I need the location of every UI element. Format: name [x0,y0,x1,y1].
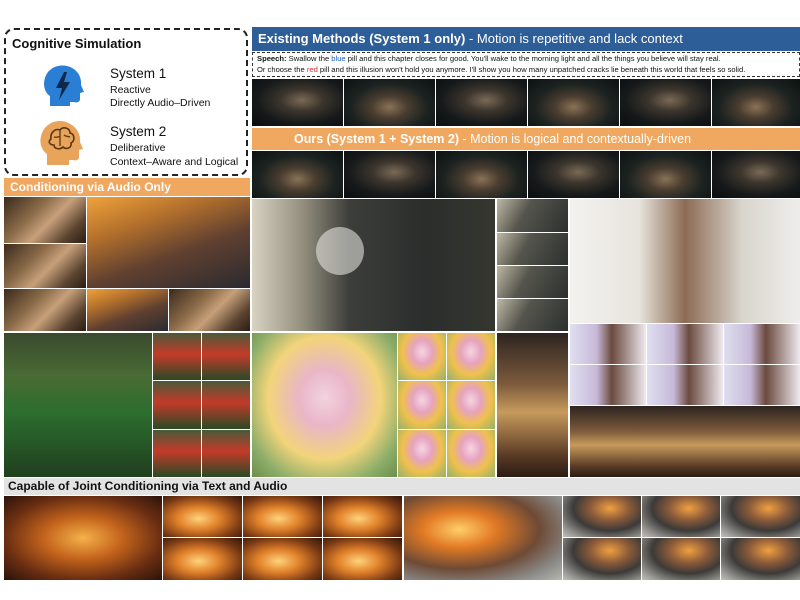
frame-bird-small-5 [398,430,446,477]
frame-bird-small-2 [447,333,495,380]
frame-explosion-small-5 [642,538,720,580]
frame-bird-small-1 [398,333,446,380]
frame-studio-small-5 [647,365,723,405]
frame-explosion-small-2 [642,496,720,537]
frame-classroom-small-3 [497,266,568,298]
frame-classroom-small-1 [497,199,568,232]
frame-explosion-large [404,496,562,580]
frame-fire-small-3 [323,496,402,537]
frame-fire-small-5 [243,538,322,580]
lightning-head-icon [44,65,84,106]
ours-desc: - Motion is logical and contextually-dri… [459,132,692,146]
frame-existing-5 [620,79,711,126]
system2-name: System 2 [110,124,167,139]
frame-bird-small-3 [398,381,446,429]
frame-fire-small-2 [243,496,322,537]
frame-ours-3 [436,151,527,198]
frame-classroom-small-4 [497,299,568,331]
frame-explosion-small-3 [721,496,800,537]
frame-fire-small-6 [323,538,402,580]
audio-only-header: Conditioning via Audio Only [4,178,250,196]
frame-ours-4 [528,151,619,198]
frame-bird-small-6 [447,430,495,477]
joint-conditioning-header: Capable of Joint Conditioning via Text a… [4,478,800,495]
speech-text: pill and this illusion won't hold you an… [317,64,746,74]
speech-red-word: red [306,64,318,74]
frame-studio-small-1 [570,324,646,364]
frame-explosion-small-4 [563,538,641,580]
system1-line2: Directly Audio–Driven [110,97,211,109]
system1-line1: Reactive [110,84,151,96]
frame-studio-small-3 [724,324,800,364]
speech-text: pill and this chapter closes for good. Y… [345,54,721,63]
frame-studio-large [570,199,800,323]
frame-soccer-small-2 [202,333,250,380]
existing-methods-header: Existing Methods (System 1 only) - Motio… [252,27,800,51]
frame-fire-large [4,496,162,580]
ours-header: Ours (System 1 + System 2) - Motion is l… [252,128,800,150]
frame-dance-tall [497,333,568,477]
existing-methods-desc: - Motion is repetitive and lack context [465,31,683,46]
speech-line-2: Or choose the red pill and this illusion… [257,65,795,76]
frame-studio-small-2 [647,324,723,364]
frame-bird-small-4 [447,381,495,429]
frame-fire-small-1 [163,496,242,537]
frame-existing-6 [712,79,800,126]
frame-classroom-large [252,199,495,331]
speech-blue-word: blue [331,54,346,63]
frame-bird-large [252,333,397,477]
frame-soccer-small-3 [153,381,201,429]
speech-text: Or choose the [257,64,307,74]
frame-ours-2 [344,151,435,198]
frame-ours-6 [712,151,800,198]
frame-ours-1 [252,151,343,198]
frame-existing-2 [344,79,435,126]
system2-line2: Context–Aware and Logical [110,156,239,168]
frame-soccer-small-1 [153,333,201,380]
speech-text: Swallow the [286,54,332,63]
frame-soccer-small-4 [202,381,250,429]
frame-studio-small-6 [724,365,800,405]
frame-explosion-small-1 [563,496,641,537]
system1-name: System 1 [110,66,167,81]
cognitive-simulation-title: Cognitive Simulation [12,36,142,51]
existing-methods-title: Existing Methods (System 1 only) [258,31,466,46]
frame-dance-wide [570,406,800,477]
speech-line-1: Speech: Swallow the blue pill and this c… [257,54,795,65]
frame-ours-5 [620,151,711,198]
speech-label: Speech: [257,54,287,63]
frame-existing-4 [528,79,619,126]
frame-soccer-small-5 [153,430,201,477]
frame-man-small-1 [4,197,86,243]
frame-fire-small-4 [163,538,242,580]
frame-man-small-4 [87,289,168,331]
speech-box: Speech: Swallow the blue pill and this c… [252,52,800,77]
system2-line1: Deliberative [110,142,166,154]
ours-title: Ours (System 1 + System 2) [294,132,460,146]
frame-classroom-small-2 [497,233,568,265]
frame-explosion-small-6 [721,538,800,580]
frame-man-small-3 [4,289,86,331]
frame-existing-1 [252,79,343,126]
frame-soccer-small-6 [202,430,250,477]
frame-man-small-5 [169,289,250,331]
frame-existing-3 [436,79,527,126]
frame-studio-small-4 [570,365,646,405]
brain-head-icon [40,121,83,165]
frame-man-small-2 [4,244,86,288]
frame-soccer-large [4,333,152,477]
frame-man-large [87,197,250,288]
